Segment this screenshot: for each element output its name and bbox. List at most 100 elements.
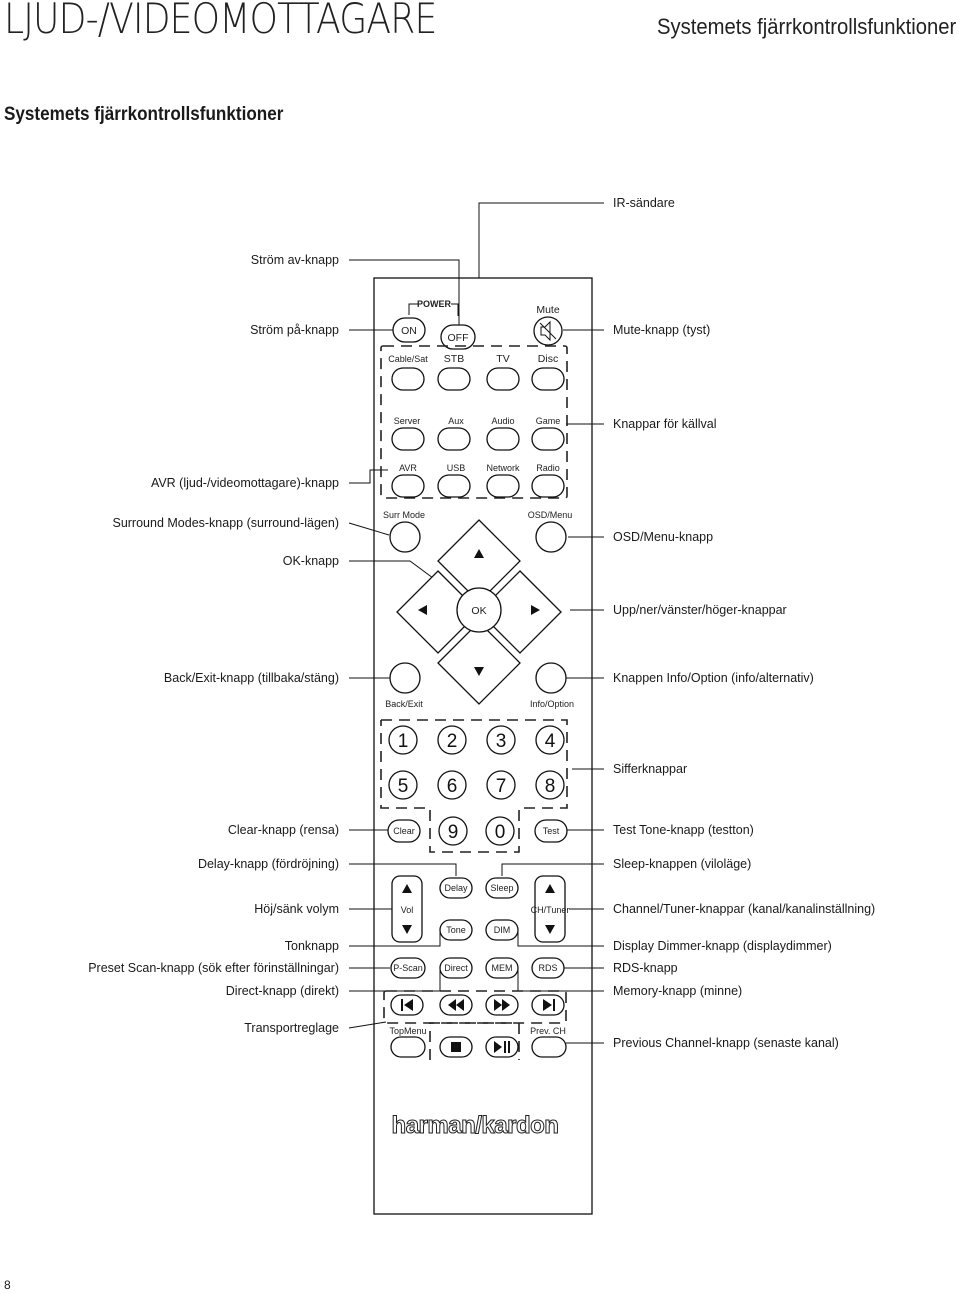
digit-5-button[interactable] — [388, 770, 418, 800]
callout-preset-scan: Preset Scan-knapp (sök efter förinställn… — [88, 961, 339, 975]
digit-9-button[interactable] — [438, 816, 468, 846]
aux-button[interactable] — [437, 427, 471, 451]
digit-6-button[interactable] — [437, 770, 467, 800]
radio-label: Radio — [536, 463, 560, 473]
server-button[interactable] — [391, 427, 425, 451]
callout-sleep: Sleep-knappen (viloläge) — [613, 857, 751, 871]
digit-1-label: 1 — [398, 731, 409, 752]
remote-body — [373, 277, 593, 1215]
callout-mute: Mute-knapp (tyst) — [613, 323, 710, 337]
usb-button[interactable] — [437, 474, 471, 498]
section-header: Systemets fjärrkontrollsfunktioner — [656, 14, 956, 39]
callout-memory: Memory-knapp (minne) — [613, 984, 742, 998]
osd-menu-button[interactable] — [535, 521, 567, 553]
chapter-title: LJUD-/VIDEOMOTTAGARE — [4, 0, 437, 43]
digit-7-button[interactable] — [486, 770, 516, 800]
direct-button[interactable]: Direct — [439, 957, 473, 979]
callout-sources: Knappar för källval — [613, 417, 717, 431]
disc-button[interactable] — [531, 367, 565, 391]
digit-6-label: 6 — [447, 776, 458, 797]
callout-test: Test Tone-knapp (testton) — [613, 823, 754, 837]
svg-text:DIM: DIM — [494, 925, 511, 935]
network-button[interactable] — [486, 474, 520, 498]
svg-text:Test: Test — [543, 826, 560, 836]
callout-rds: RDS-knapp — [613, 961, 678, 975]
callout-clear: Clear-knapp (rensa) — [228, 823, 339, 837]
digit-9-label: 9 — [448, 822, 459, 843]
on-button[interactable]: ON — [392, 317, 426, 343]
usb-label: USB — [447, 463, 466, 473]
delay-button[interactable]: Delay — [439, 877, 473, 899]
digit-1-button[interactable] — [388, 725, 418, 755]
digit-8-button[interactable] — [535, 770, 565, 800]
surr-mode-button[interactable] — [389, 521, 421, 553]
callout-info: Knappen Info/Option (info/alternativ) — [613, 671, 814, 685]
transport-buttons — [390, 994, 565, 1016]
vol-down-icon — [402, 925, 412, 934]
digit-0-button[interactable] — [485, 816, 515, 846]
digit-7-label: 7 — [496, 776, 507, 797]
callout-tone: Tonknapp — [285, 939, 339, 953]
avr-button[interactable] — [391, 474, 425, 498]
prev-ch-label: Prev. CH — [530, 1026, 566, 1036]
svg-text:Tone: Tone — [446, 925, 466, 935]
info-option-button[interactable] — [535, 662, 567, 694]
callout-delay: Delay-knapp (fördröjning) — [198, 857, 339, 871]
off-button[interactable]: OFF — [440, 324, 476, 350]
callout-power-off: Ström av-knapp — [251, 253, 339, 267]
osd-menu-label: OSD/Menu — [528, 510, 573, 520]
mute-button[interactable] — [533, 316, 563, 346]
sleep-button[interactable]: Sleep — [485, 877, 519, 899]
digit-3-button[interactable] — [486, 725, 516, 755]
back-exit-button[interactable] — [389, 662, 421, 694]
tone-button[interactable]: Tone — [439, 919, 473, 941]
digit-2-button[interactable] — [437, 725, 467, 755]
callout-arrows: Upp/ner/vänster/höger-knappar — [613, 603, 787, 617]
power-section: POWER ON OFF Mute — [392, 299, 563, 350]
surr-mode-label: Surr Mode — [383, 510, 425, 520]
down-button[interactable] — [437, 621, 521, 705]
clear-button[interactable]: Clear — [387, 819, 421, 843]
cable-sat-button[interactable] — [391, 367, 425, 391]
play-pause-icon — [494, 1041, 510, 1053]
radio-button[interactable] — [531, 474, 565, 498]
network-label: Network — [486, 463, 520, 473]
callout-numbers: Sifferknappar — [613, 762, 687, 776]
callout-ir: IR-sändare — [613, 196, 675, 210]
page-title: Systemets fjärrkontrollsfunktioner — [4, 104, 284, 125]
number-buttons-frame — [380, 719, 568, 853]
mute-label: Mute — [536, 304, 560, 316]
game-button[interactable] — [531, 427, 565, 451]
stop-icon — [451, 1042, 461, 1052]
audio-button[interactable] — [486, 427, 520, 451]
tv-button[interactable] — [486, 367, 520, 391]
callout-ok: OK-knapp — [283, 554, 339, 568]
speaker-mute-icon — [539, 320, 557, 342]
vol-up-icon — [402, 884, 412, 893]
digit-4-button[interactable] — [535, 725, 565, 755]
right-callouts: IR-sändare Mute-knapp (tyst) Knappar för… — [613, 196, 875, 1050]
p-scan-button[interactable]: P-Scan — [390, 957, 426, 979]
ok-button[interactable] — [456, 587, 502, 633]
leader-lines — [348, 202, 604, 1044]
skip-back-icon — [401, 999, 413, 1011]
digit-2-label: 2 — [447, 731, 458, 752]
channel-rocker[interactable] — [534, 875, 566, 943]
prev-ch-button[interactable] — [531, 1036, 567, 1058]
callout-volume: Höj/sänk volym — [254, 902, 339, 916]
top-menu-button[interactable] — [390, 1036, 426, 1058]
brand-logo: harman/kardon — [392, 1112, 559, 1139]
mem-button[interactable]: MEM — [485, 957, 519, 979]
stb-button[interactable] — [437, 367, 471, 391]
source-buttons-frame — [380, 345, 568, 499]
top-menu-label: TopMenu — [389, 1026, 426, 1036]
fast-forward-icon — [494, 999, 510, 1011]
cable-sat-label: Cable/Sat — [388, 354, 428, 364]
rds-button[interactable]: RDS — [531, 957, 565, 979]
transport-frame-lower — [429, 1022, 520, 1060]
volume-rocker[interactable] — [391, 875, 423, 943]
dim-button[interactable]: DIM — [485, 919, 519, 941]
digit-5-label: 5 — [398, 776, 409, 797]
test-button[interactable]: Test — [534, 819, 568, 843]
power-label: POWER — [417, 299, 452, 309]
